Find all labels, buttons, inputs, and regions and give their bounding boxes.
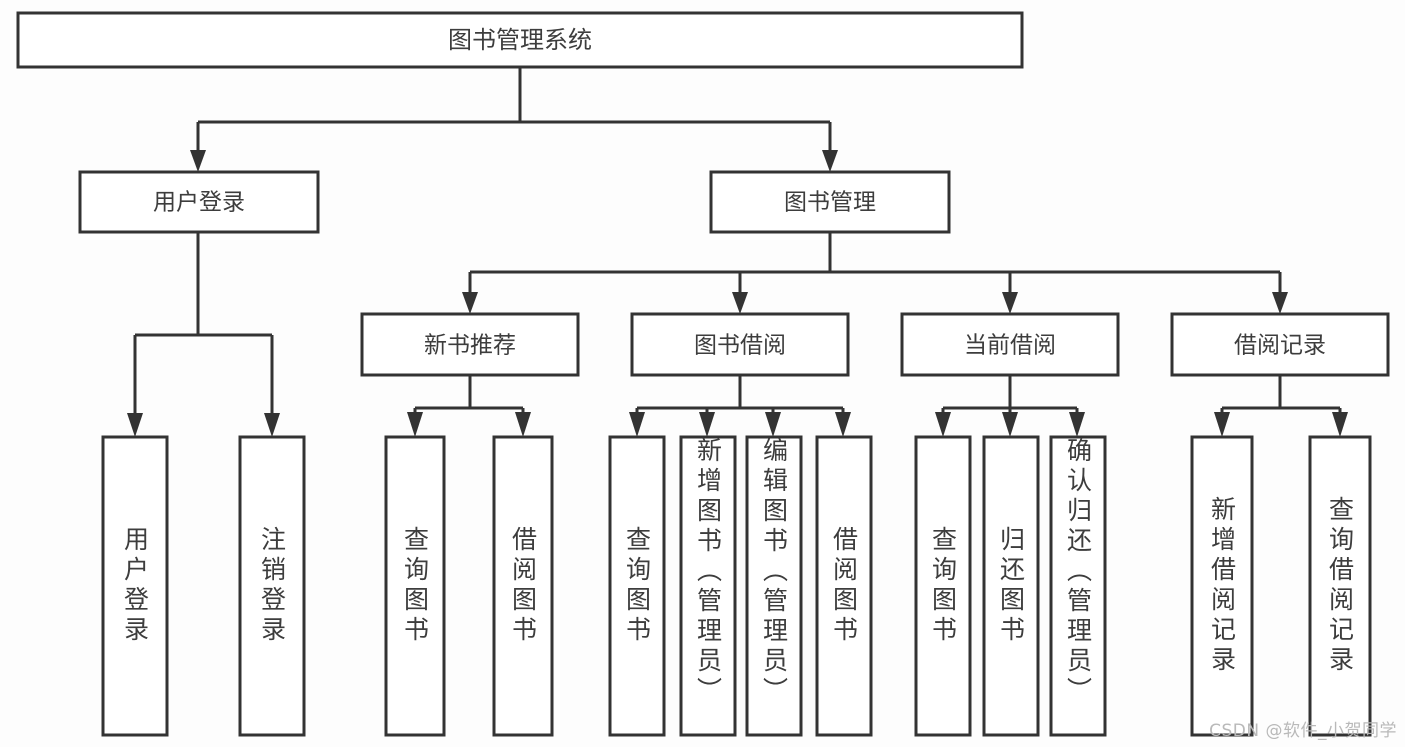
leaf-box-borrow-book-2[interactable] xyxy=(815,435,873,737)
watermark-text: CSDN @软件_小贺同学 xyxy=(1209,721,1397,741)
connector-bookborrow-to-leaves xyxy=(629,375,851,437)
leaf-box-return-book[interactable] xyxy=(982,435,1040,737)
node-book-borrow[interactable] xyxy=(630,312,850,377)
node-current-borrow-label: 当前借阅 xyxy=(964,333,1056,359)
node-book-manage-label: 图书管理 xyxy=(784,190,876,216)
node-root-label: 图书管理系统 xyxy=(448,26,592,54)
leaf-box-query-record[interactable] xyxy=(1308,435,1372,737)
leaf-box-user-login[interactable] xyxy=(101,435,169,737)
connector-bookmanage-to-level3 xyxy=(462,232,1288,314)
node-book-manage[interactable] xyxy=(709,170,951,234)
connector-newbook-to-leaves xyxy=(407,375,531,437)
node-root[interactable] xyxy=(16,11,1024,69)
leaf-box-query-book-3[interactable] xyxy=(914,435,972,737)
node-borrow-record[interactable] xyxy=(1170,312,1390,377)
connector-borrowrecord-to-leaves xyxy=(1214,375,1348,437)
leaf-box-borrow-book-1[interactable] xyxy=(492,435,554,737)
node-new-book-recommend-label: 新书推荐 xyxy=(424,333,516,359)
leaf-box-query-book-1[interactable] xyxy=(384,435,446,737)
node-borrow-record-label: 借阅记录 xyxy=(1234,333,1326,359)
connector-currentborrow-to-leaves xyxy=(935,375,1085,437)
node-user-login-label: 用户登录 xyxy=(153,190,245,216)
leaf-box-add-book[interactable] xyxy=(679,435,737,737)
node-new-book-recommend[interactable] xyxy=(360,312,580,377)
connector-userlogin-to-leaves xyxy=(127,232,280,437)
node-user-login[interactable] xyxy=(78,170,320,234)
node-current-borrow[interactable] xyxy=(900,312,1120,377)
leaf-box-confirm-return[interactable] xyxy=(1049,435,1107,737)
leaf-box-add-record[interactable] xyxy=(1190,435,1254,737)
leaf-box-logout-login[interactable] xyxy=(238,435,306,737)
leaf-box-query-book-2[interactable] xyxy=(608,435,666,737)
leaf-box-edit-book[interactable] xyxy=(745,435,803,737)
connector-root-to-level2 xyxy=(190,67,838,172)
node-book-borrow-label: 图书借阅 xyxy=(694,333,786,359)
